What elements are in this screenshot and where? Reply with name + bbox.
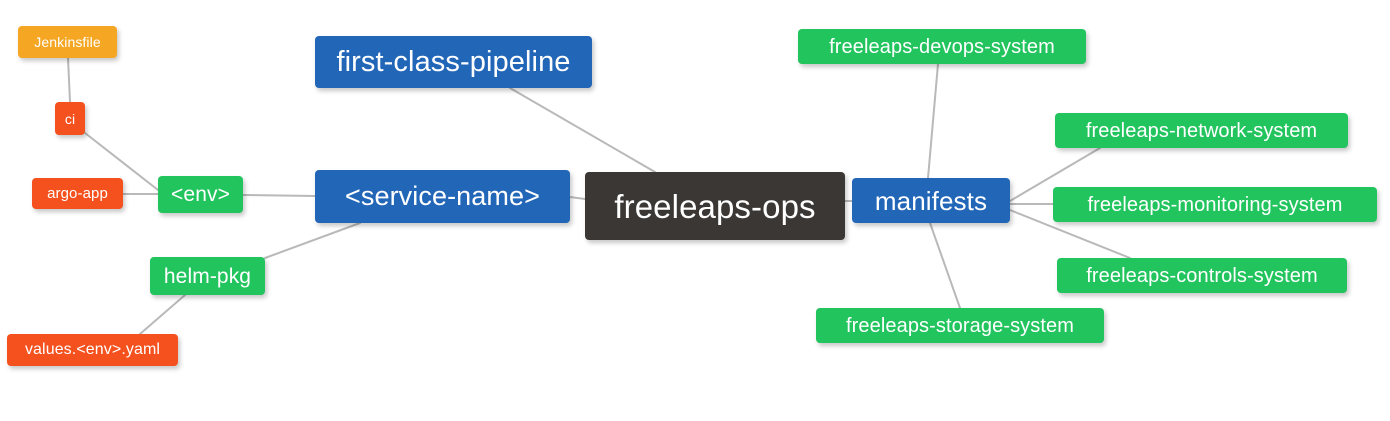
edge-jenkinsfile-to-ci <box>67 57 71 103</box>
node-manifests[interactable]: manifests <box>852 178 1010 223</box>
node-label: first-class-pipeline <box>336 45 571 78</box>
node-label: Jenkinsfile <box>34 34 101 50</box>
node-label: manifests <box>874 185 988 216</box>
node-label: freeleaps-storage-system <box>845 314 1075 337</box>
node-helm-pkg[interactable]: helm-pkg <box>150 257 265 295</box>
node-freeleaps-storage-system[interactable]: freeleaps-storage-system <box>816 308 1104 343</box>
edge-service-name-to-freeleaps-ops <box>569 196 586 200</box>
edge-helm-pkg-to-values-yaml <box>139 294 186 335</box>
node-env[interactable]: <env> <box>158 176 243 213</box>
edge-first-class-pipeline-to-freeleaps-ops <box>509 87 656 173</box>
node-ci[interactable]: ci <box>55 102 85 135</box>
node-label: values.<env>.yaml <box>24 341 161 358</box>
node-values-yaml[interactable]: values.<env>.yaml <box>7 334 178 366</box>
node-label: freeleaps-controls-system <box>1086 264 1318 287</box>
node-jenkinsfile[interactable]: Jenkinsfile <box>18 26 117 58</box>
node-label: <env> <box>171 183 230 206</box>
node-label: <service-name> <box>345 181 540 211</box>
node-label: freeleaps-network-system <box>1085 119 1318 142</box>
node-label: helm-pkg <box>163 264 252 288</box>
node-first-class-pipeline[interactable]: first-class-pipeline <box>315 36 592 88</box>
node-label: ci <box>64 110 76 127</box>
node-label: argo-app <box>47 185 108 202</box>
edge-env-to-service-name <box>242 194 316 197</box>
node-label: freeleaps-ops <box>614 187 816 225</box>
node-label: freeleaps-devops-system <box>829 35 1055 58</box>
node-freeleaps-monitoring-system[interactable]: freeleaps-monitoring-system <box>1053 187 1377 222</box>
edge-manifests-to-freeleaps-devops-system <box>927 63 939 179</box>
edge-service-name-to-helm-pkg <box>264 222 361 259</box>
node-service-name[interactable]: <service-name> <box>315 170 570 223</box>
node-freeleaps-devops-system[interactable]: freeleaps-devops-system <box>798 29 1086 64</box>
node-argo-app[interactable]: argo-app <box>32 178 123 209</box>
node-freeleaps-network-system[interactable]: freeleaps-network-system <box>1055 113 1348 148</box>
edge-manifests-to-freeleaps-storage-system <box>929 222 961 309</box>
node-label: freeleaps-monitoring-system <box>1087 193 1343 216</box>
node-freeleaps-controls-system[interactable]: freeleaps-controls-system <box>1057 258 1347 293</box>
node-freeleaps-ops[interactable]: freeleaps-ops <box>585 172 845 240</box>
